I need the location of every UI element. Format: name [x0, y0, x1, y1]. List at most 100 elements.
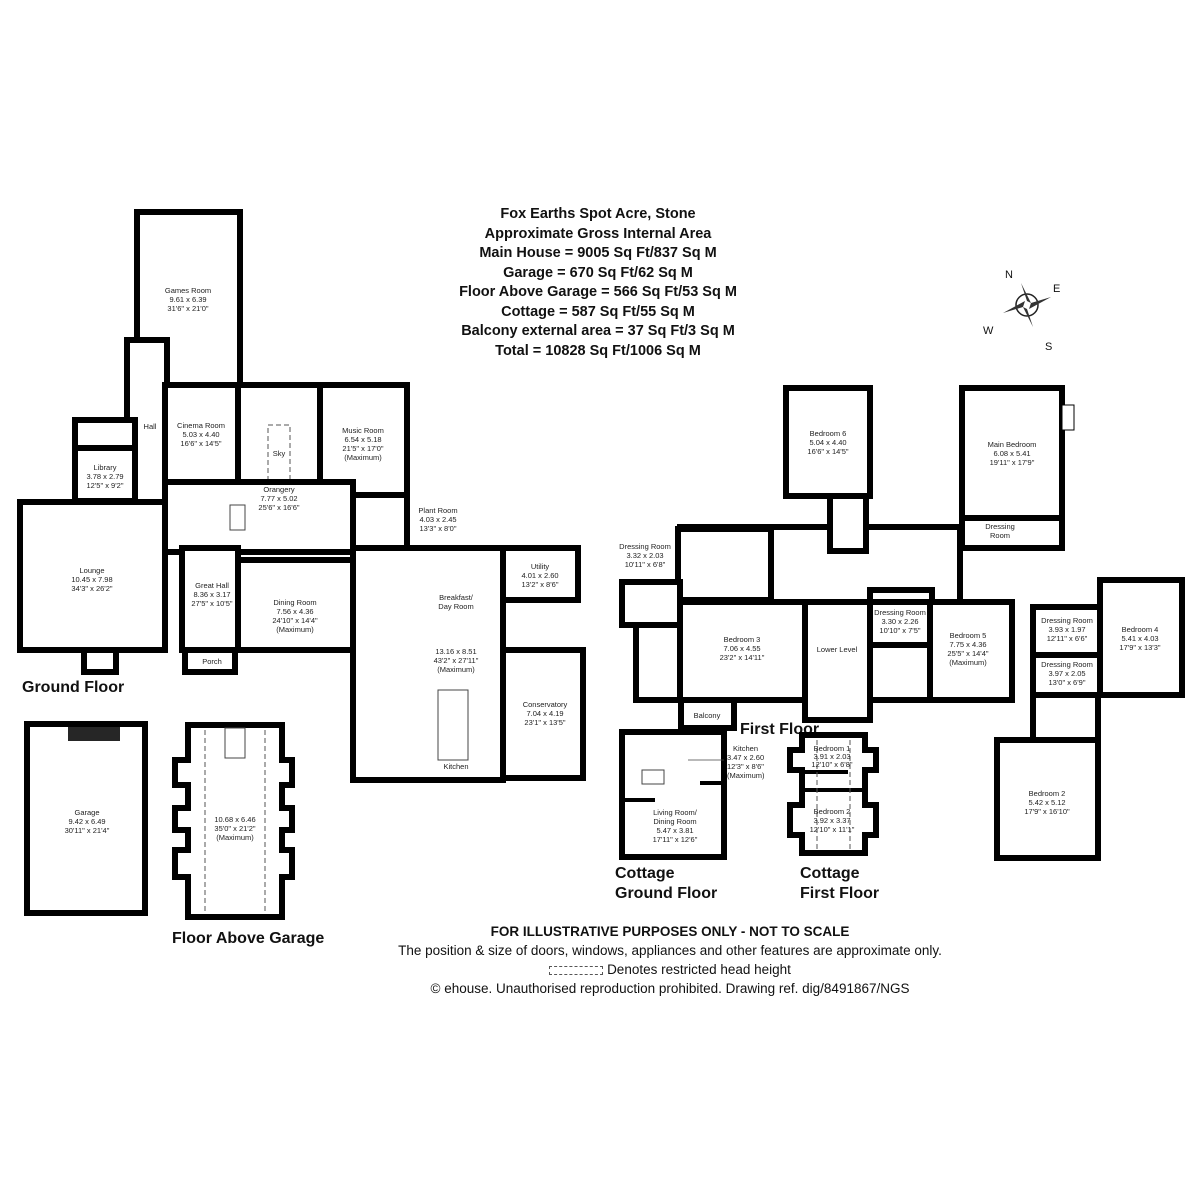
first-floor-plan	[619, 385, 1185, 861]
room-label: 17'11" x 12'6"	[653, 835, 698, 844]
room-label: Day Room	[438, 602, 473, 611]
room-label: 7.56 x 4.36	[276, 607, 313, 616]
room-label: 12'5" x 9'2"	[87, 481, 124, 490]
room-label: 6.08 x 5.41	[993, 449, 1030, 458]
room-label: 25'6" x 16'6"	[258, 503, 299, 512]
room-label: N	[1005, 269, 1013, 281]
room-label: 13.16 x 8.51	[435, 647, 476, 656]
room-label: 3.92 x 3.37	[813, 816, 850, 825]
room-label: 5.03 x 4.40	[182, 430, 219, 439]
room-label: 12'11" x 6'6"	[1047, 634, 1088, 643]
room-label: Games Room	[165, 286, 211, 295]
utility	[500, 545, 581, 603]
room-label: 4.03 x 2.45	[419, 515, 456, 524]
room-label: Dressing	[985, 522, 1015, 531]
room-label: 8.36 x 3.17	[193, 590, 230, 599]
lower-level	[802, 599, 873, 723]
room-label: 5.42 x 5.12	[1028, 798, 1065, 807]
room-label: 3.93 x 1.97	[1048, 625, 1085, 634]
main-bedroom	[959, 385, 1065, 521]
room-label: Bedroom 2	[814, 807, 851, 816]
library	[72, 445, 138, 504]
room-label: 19'11" x 17'9"	[990, 458, 1035, 467]
ground-floor-label: Ground Floor	[22, 679, 124, 696]
bathroom-3	[675, 526, 774, 603]
room-label: 35'0" x 21'2"	[214, 824, 255, 833]
room-label: Conservatory	[523, 700, 568, 709]
dining-room	[235, 557, 356, 653]
room-label: 7.75 x 4.36	[949, 640, 986, 649]
room-label: 31'6" x 21'0"	[167, 304, 208, 313]
room-label: Dining Room	[653, 817, 696, 826]
room-label: Dressing Room	[1041, 660, 1093, 669]
inner-hall	[162, 479, 356, 555]
room-label: Porch	[202, 657, 222, 666]
bedroom-4	[1097, 577, 1185, 698]
room-label: Sky	[273, 449, 286, 458]
room-label: 3.97 x 2.05	[1048, 669, 1085, 678]
room-label: 13'3" x 8'0"	[420, 524, 457, 533]
room-label: Bedroom 5	[950, 631, 987, 640]
room-label: Kitchen	[443, 762, 468, 771]
area-cottage: Cottage = 587 Sq Ft/55 Sq M	[501, 303, 695, 320]
area-subtitle: Approximate Gross Internal Area	[484, 225, 712, 242]
bedroom-2	[994, 737, 1101, 861]
room-label: 30'11" x 21'4"	[65, 826, 110, 835]
room-label: 7.06 x 4.55	[723, 644, 760, 653]
floor-above-garage-label: Floor Above Garage	[172, 930, 324, 947]
room-label: 10'11" x 6'8"	[625, 560, 666, 569]
disclaimer: FOR ILLUSTRATIVE PURPOSES ONLY - NOT TO …	[490, 924, 850, 939]
room-label: Dining Room	[273, 598, 316, 607]
room-label: Bedroom 4	[1122, 625, 1159, 634]
room-label: Lounge	[79, 566, 104, 575]
staircase	[229, 504, 246, 531]
room-label: Main Bedroom	[988, 440, 1037, 449]
room-label: Dressing Room	[619, 542, 671, 551]
room-label: 12'10" x 11'1"	[810, 825, 855, 834]
room-label: Cinema Room	[177, 421, 225, 430]
room-label: 27'5" x 10'5"	[191, 599, 232, 608]
room-label: 10.45 x 7.98	[71, 575, 112, 584]
dressing-room-3	[619, 579, 683, 628]
room-label: (Maximum)	[276, 625, 314, 634]
room-label: 24'10" x 14'4"	[272, 616, 318, 625]
room-label: 13'2" x 8'6"	[522, 580, 559, 589]
porch	[182, 647, 238, 675]
room-label: Hall	[144, 422, 157, 431]
room-label: 3.47 x 2.60	[727, 753, 764, 762]
room-label: 16'6" x 14'5"	[180, 439, 221, 448]
room-label: 3.32 x 2.03	[626, 551, 663, 560]
room-label: 12'10" x 6'8"	[811, 760, 852, 769]
room-label: W	[983, 325, 994, 337]
stairs	[827, 493, 869, 554]
property-title: Fox Earths Spot Acre, Stone	[500, 206, 696, 222]
room-label: Sky	[273, 449, 286, 458]
room-label: 10'10" x 7'5"	[879, 626, 920, 635]
ensuite-2	[1030, 692, 1101, 743]
lounge-bay	[81, 647, 119, 675]
room-label: 3.91 x 2.03	[813, 752, 850, 761]
room-label: Music Room	[342, 426, 384, 435]
legend-text: Denotes restricted head height	[607, 962, 791, 977]
room-label: Utility	[531, 562, 550, 571]
room-label: Bedroom 3	[724, 635, 761, 644]
area-floor-above-garage: Floor Above Garage = 566 Sq Ft/53 Sq M	[459, 284, 737, 300]
